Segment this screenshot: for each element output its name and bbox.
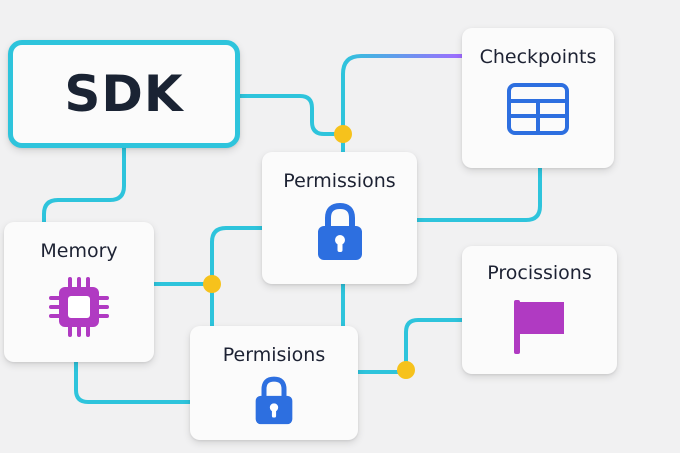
table-grid-icon xyxy=(506,82,570,136)
wire-permisions-to-procissions xyxy=(356,318,464,374)
checkpoints-node[interactable]: Checkpoints xyxy=(462,28,614,168)
junction-dot xyxy=(203,275,221,293)
wire-permissions-to-checkpoints xyxy=(341,54,464,154)
wire-junction-to-permissions xyxy=(210,226,264,286)
wire-sdk-to-memory xyxy=(42,146,126,224)
permisions-node[interactable]: Permisions xyxy=(190,326,358,440)
junction-dot xyxy=(334,125,352,143)
checkpoints-label: Checkpoints xyxy=(479,46,597,68)
sdk-label: SDK xyxy=(64,65,184,123)
permissions-node[interactable]: Permissions xyxy=(262,152,417,284)
wire-permissions-to-checkpoints-2 xyxy=(415,166,542,222)
sdk-node[interactable]: SDK xyxy=(8,40,240,148)
permisions-label: Permisions xyxy=(222,344,326,366)
wire-memory-to-permisions xyxy=(74,360,192,404)
permissions-label: Permissions xyxy=(283,170,396,192)
procissions-node[interactable]: Procissions xyxy=(462,246,617,374)
junction-dot xyxy=(397,361,415,379)
memory-label: Memory xyxy=(40,240,118,262)
chip-icon xyxy=(48,276,110,338)
flag-icon xyxy=(512,298,568,356)
lock-icon xyxy=(254,374,294,426)
memory-node[interactable]: Memory xyxy=(4,222,154,362)
wire-sdk-to-permissions xyxy=(238,94,345,136)
lock-icon xyxy=(316,200,364,262)
procissions-label: Procissions xyxy=(487,262,592,284)
